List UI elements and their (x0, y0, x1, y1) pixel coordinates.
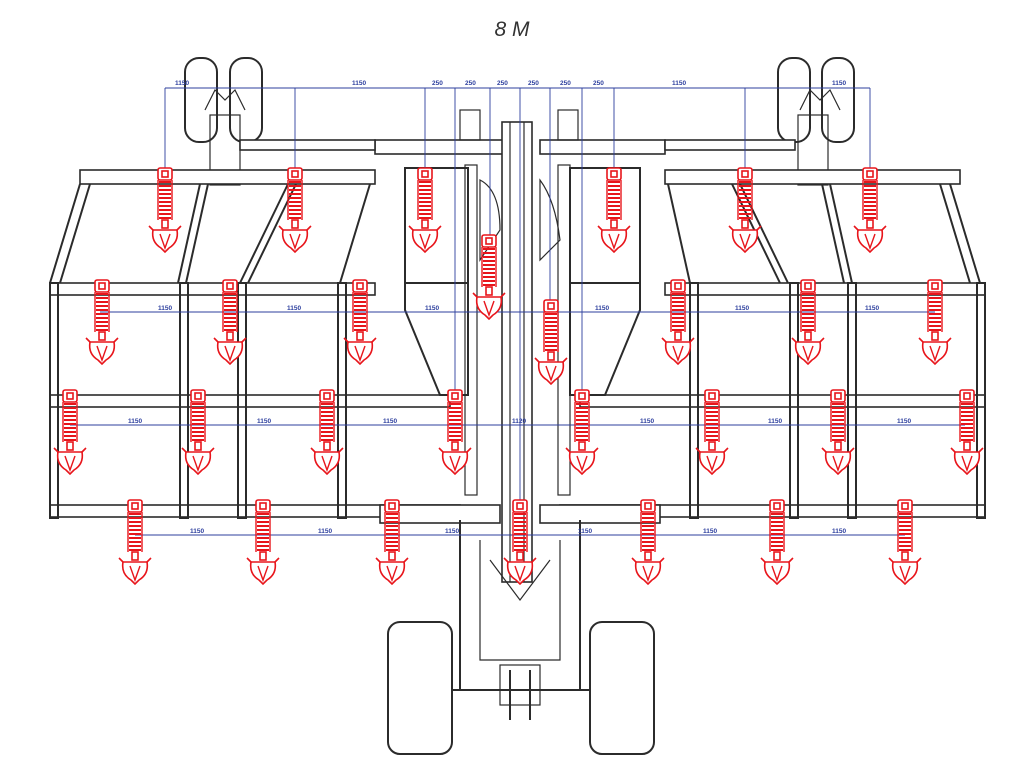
dim-row3-7: 1150 (897, 418, 911, 425)
dim-row4-3: 1150 (445, 528, 459, 535)
dim-row2-4: 1150 (595, 305, 609, 312)
dim-top-5: 250 (497, 80, 508, 87)
dim-row3-5: 1150 (640, 418, 654, 425)
dim-row4-2: 1150 (318, 528, 332, 535)
dim-row4-4: 1150 (578, 528, 592, 535)
dim-top-3: 250 (432, 80, 443, 87)
tine (534, 299, 568, 385)
tine (597, 167, 631, 253)
dim-row4-6: 1150 (832, 528, 846, 535)
dim-top-10: 1150 (832, 80, 846, 87)
tine (408, 167, 442, 253)
dim-top-7: 250 (560, 80, 571, 87)
left-wing-frame (49, 139, 506, 519)
dim-row3-3: 1150 (383, 418, 397, 425)
diagram-title: 8 M (494, 18, 530, 41)
dim-top-2: 1150 (352, 80, 366, 87)
dimension-labels: 1150 1150 250 250 250 250 250 250 1150 1… (128, 80, 911, 535)
dim-top-9: 1150 (672, 80, 686, 87)
dim-row4-5: 1150 (703, 528, 717, 535)
dim-row2-5: 1150 (735, 305, 749, 312)
dim-row3-4: 1120 (512, 418, 526, 425)
dim-row3-2: 1150 (257, 418, 271, 425)
dim-top-1: 1150 (175, 80, 189, 87)
dim-row4-1: 1150 (190, 528, 204, 535)
rear-wheels (387, 621, 655, 755)
dim-top-8: 250 (593, 80, 604, 87)
dim-top-6: 250 (528, 80, 539, 87)
dim-row3-1: 1150 (128, 418, 142, 425)
dim-row2-2: 1150 (287, 305, 301, 312)
dim-row2-1: 1150 (158, 305, 172, 312)
tine (472, 234, 506, 320)
dim-row2-6: 1150 (865, 305, 879, 312)
dim-row3-6: 1150 (768, 418, 782, 425)
dim-top-4: 250 (465, 80, 476, 87)
dim-row2-3: 1150 (425, 305, 439, 312)
